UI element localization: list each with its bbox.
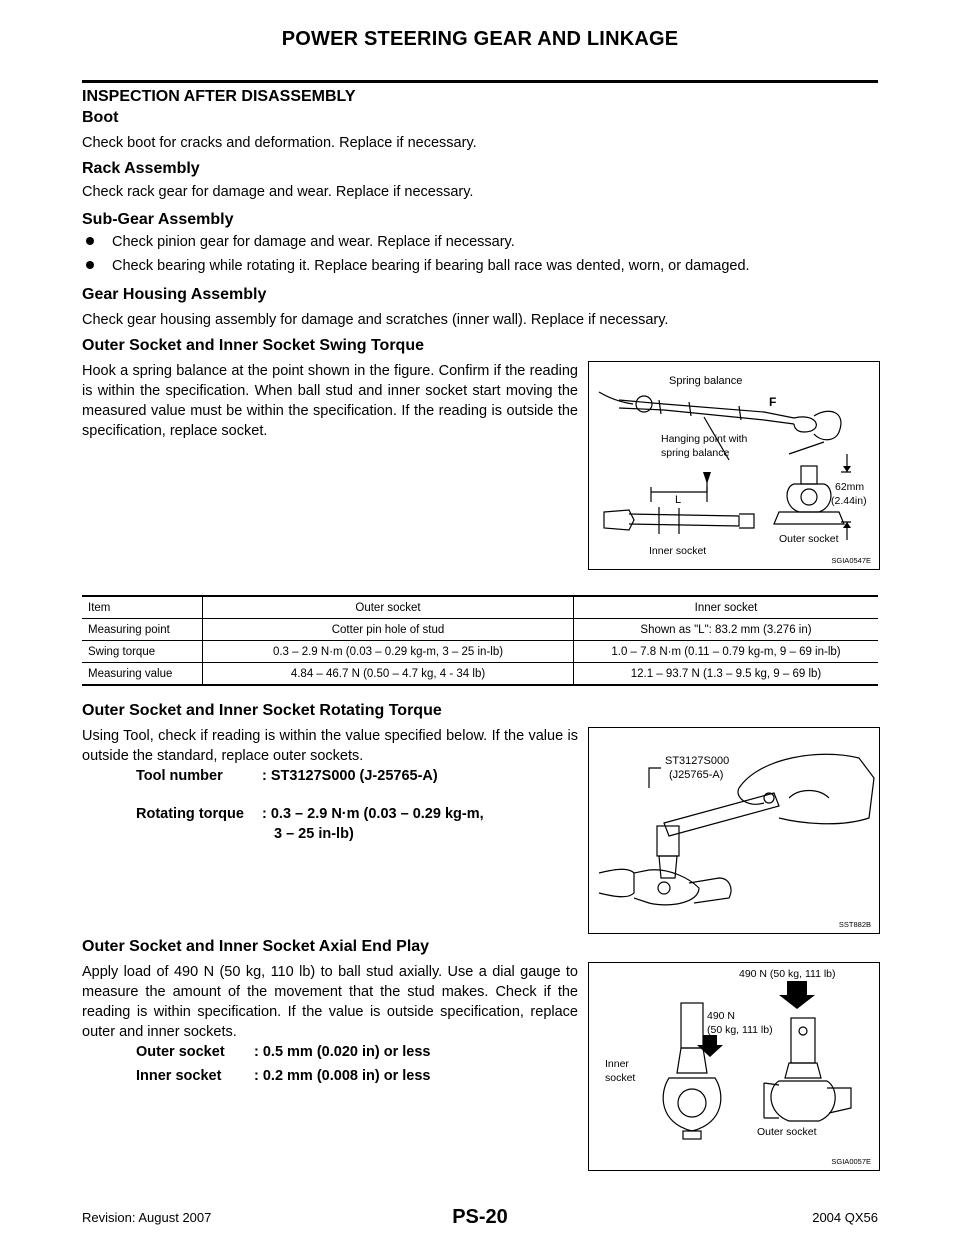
table-cell: Shown as "L": 83.2 mm (3.276 in) — [573, 618, 878, 641]
table-cell: 4.84 – 46.7 N (0.50 – 4.7 kg, 4 - 34 lb) — [202, 662, 574, 686]
figure-spring-balance: Spring balance F Hanging point with spri… — [588, 361, 880, 570]
table-cell: Swing torque — [82, 640, 203, 663]
table-row: Item Outer socket Inner socket — [82, 595, 878, 619]
table-cell: 0.3 – 2.9 N·m (0.03 – 0.29 kg-m, 3 – 25 … — [202, 640, 574, 663]
table-cell: Measuring point — [82, 618, 203, 641]
outer-socket-value: : 0.5 mm (0.020 in) or less — [254, 1044, 431, 1060]
page-title: POWER STEERING GEAR AND LINKAGE — [281, 28, 679, 50]
label-hanging-1: Hanging point with — [661, 433, 748, 445]
page-number: PS-20 — [452, 1206, 508, 1228]
label-tool-alt: (J25765-A) — [669, 769, 723, 781]
figure-code: SST882B — [838, 920, 871, 929]
boot-text: Check boot for cracks and deformation. R… — [82, 135, 477, 151]
outer-socket-label: Outer socket — [136, 1044, 225, 1060]
figure-code: SGIA0057E — [831, 1157, 871, 1166]
subgear-bullet-2: Check bearing while rotating it. Replace… — [86, 258, 750, 274]
label-spring-balance: Spring balance — [669, 375, 742, 387]
table-cell: 1.0 – 7.8 N·m (0.11 – 0.79 kg-m, 9 – 69 … — [573, 640, 878, 663]
section-heading: INSPECTION AFTER DISASSEMBLY — [82, 88, 356, 105]
rotating-heading: Outer Socket and Inner Socket Rotating T… — [82, 702, 442, 719]
axial-load-diagram: 490 N (50 kg, 111 lb) 490 N (50 kg, 111 … — [605, 968, 852, 1140]
rack-text: Check rack gear for damage and wear. Rep… — [82, 184, 474, 200]
label-dim-mm: 62mm — [835, 481, 864, 493]
figure-code: SGIA0547E — [831, 556, 871, 565]
rotating-torque-label: Rotating torque — [136, 806, 244, 822]
swing-text: Hook a spring balance at the point shown… — [82, 363, 578, 439]
bullet-icon — [86, 237, 94, 246]
inner-socket-value: : 0.2 mm (0.008 in) or less — [254, 1068, 431, 1084]
housing-text: Check gear housing assembly for damage a… — [82, 312, 669, 328]
table-row: Measuring value 4.84 – 46.7 N (0.50 – 4.… — [82, 662, 878, 686]
label-tool-number: ST3127S000 — [665, 755, 729, 767]
tool-number-label: Tool number — [136, 768, 223, 784]
table-header-cell: Outer socket — [202, 595, 574, 619]
swing-spec-table: Item Outer socket Inner socket Measuring… — [82, 595, 878, 686]
table-cell: 12.1 – 93.7 N (1.3 – 9.5 kg, 9 – 69 lb) — [573, 662, 878, 686]
label-load-mid-1: 490 N — [707, 1010, 735, 1022]
table-cell: Cotter pin hole of stud — [202, 618, 574, 641]
footer-revision: Revision: August 2007 — [82, 1210, 212, 1225]
label-inner-socket: Inner socket — [649, 545, 706, 557]
table-row: Measuring point Cotter pin hole of stud … — [82, 618, 878, 641]
figure-axial-load: 490 N (50 kg, 111 lb) 490 N (50 kg, 111 … — [588, 962, 880, 1171]
label-inner-1: Inner — [605, 1058, 629, 1070]
boot-heading: Boot — [82, 109, 119, 126]
axial-text: Apply load of 490 N (50 kg, 110 lb) to b… — [82, 964, 578, 1040]
rotating-torque-value: : 0.3 – 2.9 N·m (0.03 – 0.29 kg-m, — [262, 806, 484, 822]
axial-heading: Outer Socket and Inner Socket Axial End … — [82, 938, 430, 955]
rack-heading: Rack Assembly — [82, 160, 200, 177]
label-force-f: F — [769, 395, 776, 409]
rotating-torque-value-2: 3 – 25 in-lb) — [274, 826, 354, 842]
label-hanging-2: spring balance — [661, 447, 729, 459]
label-load-mid-2: (50 kg, 111 lb) — [707, 1024, 773, 1036]
bullet-icon — [86, 261, 94, 270]
label-outer-socket: Outer socket — [779, 533, 839, 545]
header-rule — [82, 80, 878, 83]
torque-tool-diagram: ST3127S000 (J25765-A) — [598, 753, 875, 906]
table-cell: Measuring value — [82, 662, 203, 686]
swing-heading: Outer Socket and Inner Socket Swing Torq… — [82, 337, 424, 354]
label-outer: Outer socket — [757, 1126, 817, 1138]
label-inner-2: socket — [605, 1072, 635, 1084]
label-dim-in: (2.44in) — [831, 495, 867, 507]
label-l: L — [675, 494, 681, 506]
label-load-top: 490 N (50 kg, 111 lb) — [739, 968, 836, 980]
figure-torque-tool: ST3127S000 (J25765-A) SST882B — [588, 727, 880, 934]
subgear-bullet-1: Check pinion gear for damage and wear. R… — [86, 234, 515, 250]
rotating-text: Using Tool, check if reading is within t… — [82, 728, 578, 764]
table-row: Swing torque 0.3 – 2.9 N·m (0.03 – 0.29 … — [82, 640, 878, 663]
housing-heading: Gear Housing Assembly — [82, 286, 267, 303]
tool-number-value: : ST3127S000 (J-25765-A) — [262, 768, 438, 784]
spring-balance-diagram: Spring balance F Hanging point with spri… — [598, 375, 867, 557]
table-header-cell: Item — [82, 595, 203, 619]
footer-model: 2004 QX56 — [812, 1210, 878, 1225]
inner-socket-label: Inner socket — [136, 1068, 222, 1084]
subgear-heading: Sub-Gear Assembly — [82, 211, 234, 228]
table-header-cell: Inner socket — [573, 595, 878, 619]
